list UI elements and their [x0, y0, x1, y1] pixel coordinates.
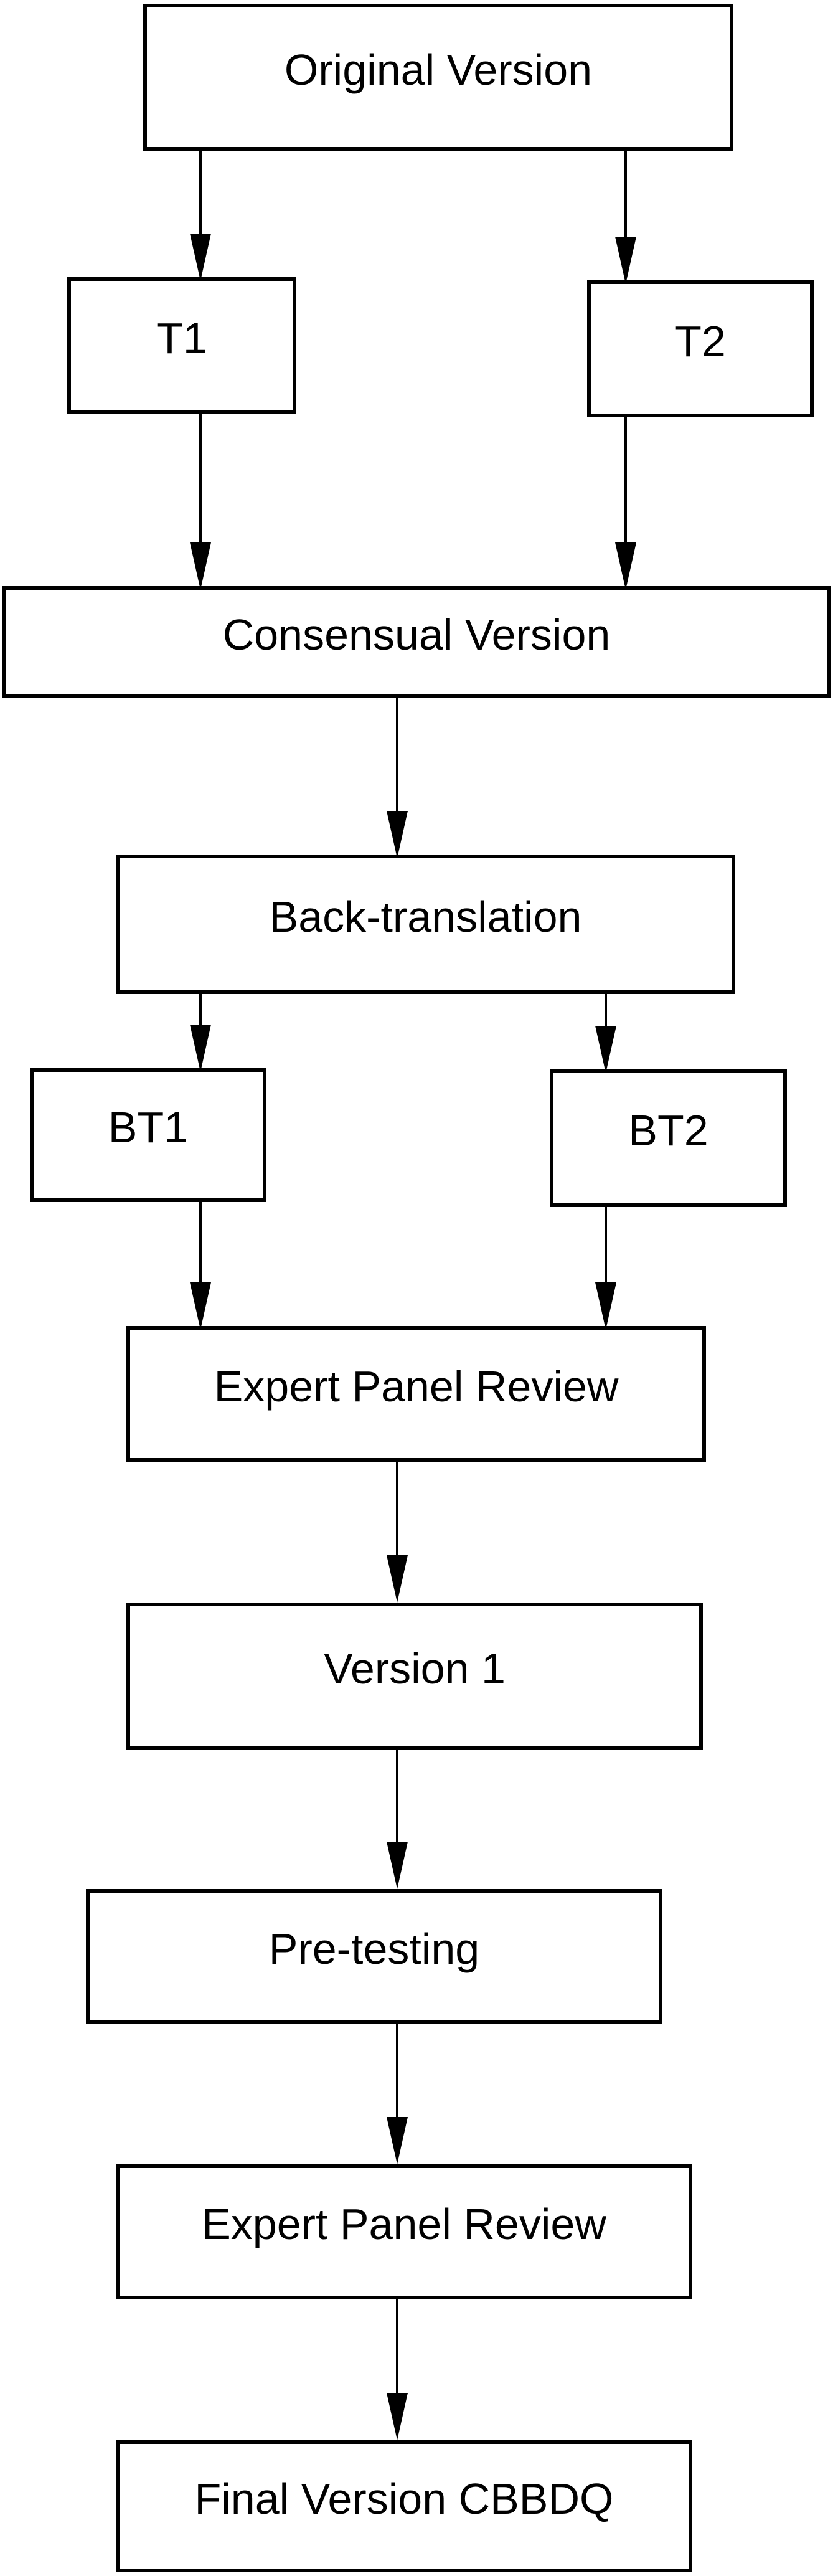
- arrow-bt2-to-expertpanel1-line: [605, 1207, 607, 1282]
- arrow-backtranslation-to-bt1-head: [190, 1025, 211, 1072]
- arrow-t1-to-consensual-line: [199, 414, 202, 542]
- arrow-expertpanel2-to-final-line: [396, 2299, 398, 2393]
- arrow-consensual-to-backtranslation-line: [396, 698, 398, 811]
- node-back-translation: Back-translation: [116, 855, 735, 994]
- node-expert-panel-review-2: Expert Panel Review: [116, 2164, 692, 2299]
- node-original-version: Original Version: [143, 4, 733, 151]
- node-t2: T2: [587, 280, 814, 417]
- arrow-expertpanel1-to-version1-head: [387, 1555, 408, 1603]
- arrow-original-to-t2-line: [624, 151, 627, 237]
- node-bt1: BT1: [30, 1068, 266, 1202]
- node-version-1: Version 1: [126, 1603, 703, 1750]
- arrow-backtranslation-to-bt1-line: [199, 994, 202, 1025]
- arrow-t2-to-consensual-head: [615, 542, 636, 590]
- node-label: BT2: [628, 1106, 708, 1155]
- node-label: Expert Panel Review: [214, 1361, 619, 1411]
- arrow-original-to-t2-head: [615, 237, 636, 284]
- node-label: Consensual Version: [222, 610, 611, 659]
- arrow-bt1-to-expertpanel1-line: [199, 1202, 202, 1282]
- arrow-expertpanel2-to-final-head: [387, 2393, 408, 2440]
- arrow-bt1-to-expertpanel1-head: [190, 1282, 211, 1330]
- arrow-t2-to-consensual-line: [624, 417, 627, 542]
- arrow-expertpanel1-to-version1-line: [396, 1462, 398, 1555]
- node-label: Back-translation: [269, 892, 582, 941]
- node-pre-testing: Pre-testing: [86, 1889, 662, 2024]
- arrow-original-to-t1-head: [190, 234, 211, 281]
- node-consensual-version: Consensual Version: [2, 586, 831, 698]
- arrow-original-to-t1-line: [199, 151, 202, 234]
- arrow-pretesting-to-expertpanel2-line: [396, 2024, 398, 2117]
- node-bt2: BT2: [550, 1069, 787, 1207]
- node-label: T2: [675, 316, 726, 366]
- node-label: Version 1: [324, 1644, 506, 1693]
- node-t1: T1: [67, 277, 296, 414]
- node-final-version-cbbdq: Final Version CBBDQ: [116, 2440, 692, 2572]
- arrow-bt2-to-expertpanel1-head: [595, 1282, 616, 1330]
- node-label: Expert Panel Review: [202, 2200, 606, 2248]
- node-label: T1: [156, 313, 207, 362]
- arrow-t1-to-consensual-head: [190, 542, 211, 590]
- arrow-backtranslation-to-bt2-head: [595, 1026, 616, 1073]
- node-label: Pre-testing: [268, 1924, 480, 1973]
- node-expert-panel-review-1: Expert Panel Review: [126, 1326, 706, 1462]
- arrow-backtranslation-to-bt2-line: [605, 994, 607, 1026]
- arrow-pretesting-to-expertpanel2-head: [387, 2117, 408, 2164]
- arrow-version1-to-pretesting-line: [396, 1750, 398, 1842]
- arrow-version1-to-pretesting-head: [387, 1842, 408, 1889]
- node-label: Final Version CBBDQ: [194, 2474, 614, 2523]
- arrow-consensual-to-backtranslation-head: [387, 811, 408, 858]
- node-label: Original Version: [284, 45, 593, 94]
- node-label: BT1: [108, 1103, 189, 1152]
